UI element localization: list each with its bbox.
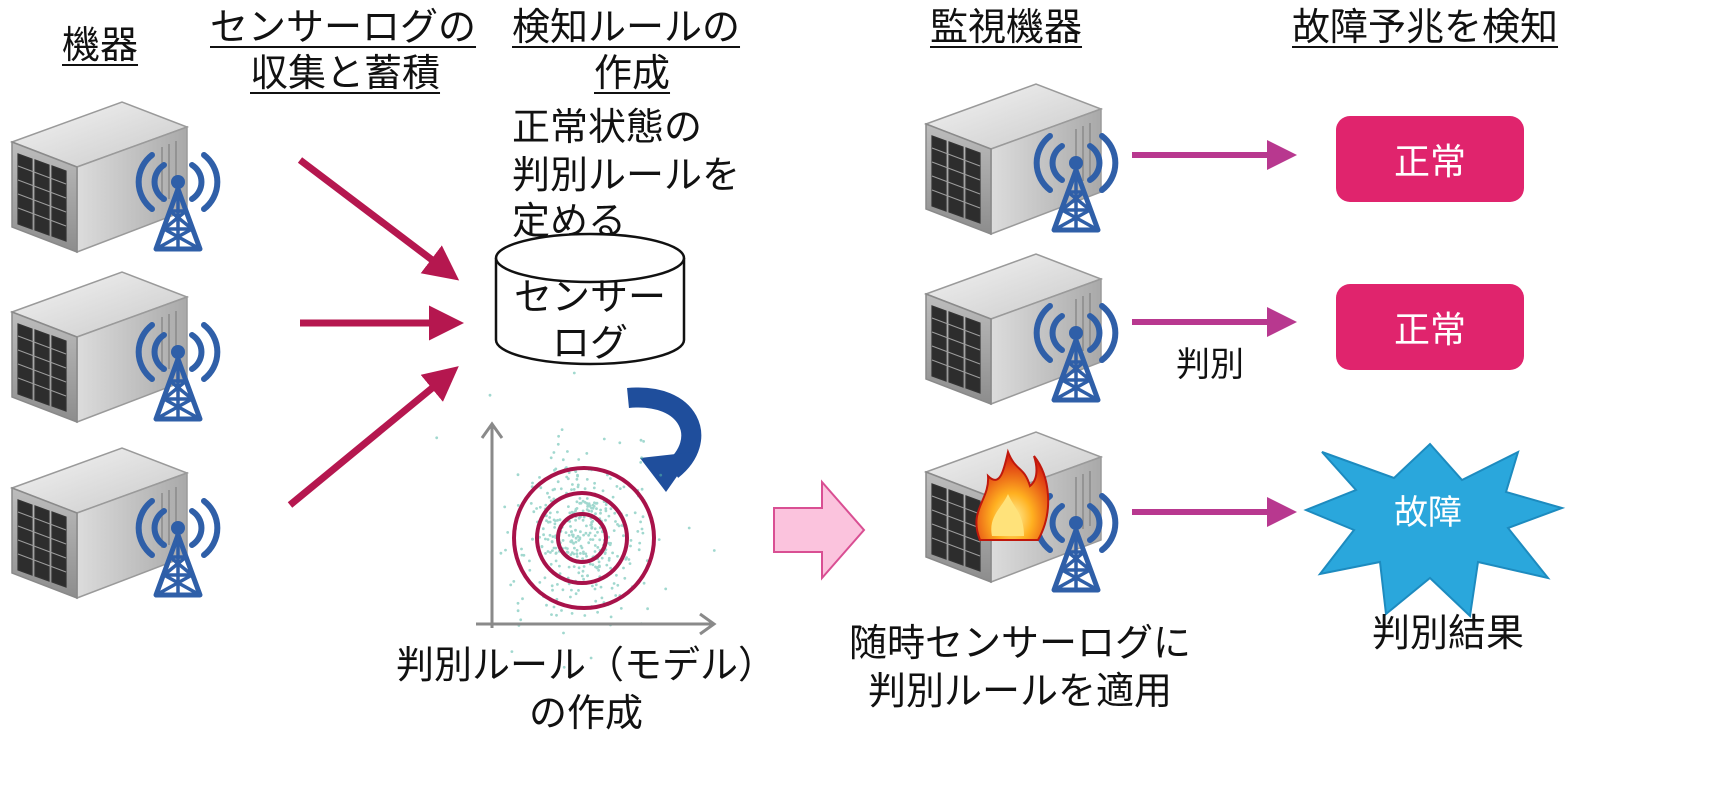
rule-header-line2: 作成 xyxy=(594,51,671,95)
monitor-header: 監視機器 xyxy=(930,5,1083,49)
apply-caption-line2: 判別ルールを適用 xyxy=(867,669,1172,713)
collect-arrow-1 xyxy=(297,157,460,281)
monitor-server-1 xyxy=(925,83,1115,235)
failure-burst-icon xyxy=(1303,442,1566,619)
collect-arrow-3 xyxy=(287,366,459,508)
detect-header: 故障予兆を検知 xyxy=(1292,5,1559,49)
device-server-3 xyxy=(11,447,217,599)
result-caption: 判別結果 xyxy=(1372,611,1525,655)
model-scatter-plot xyxy=(435,371,717,669)
rule-header-line1: 検知ルールの xyxy=(512,5,741,49)
judge-label: 判別 xyxy=(1176,345,1244,385)
rule-desc-line2: 判別ルールを xyxy=(512,153,741,197)
monitor-server-2 xyxy=(925,253,1115,405)
curved-arrow-icon xyxy=(627,387,702,492)
database-label-line2: ログ xyxy=(551,321,628,365)
device-server-2 xyxy=(11,271,217,423)
collect-header-line2: 収集と蓄積 xyxy=(250,51,441,95)
model-caption-line1: 判別ルール（モデル） xyxy=(395,643,776,687)
collect-header-line1: センサーログの xyxy=(210,5,477,49)
result-badge-normal-2: 正常 xyxy=(1336,284,1524,370)
result-failure-label: 故障 xyxy=(1394,493,1462,533)
device-server-1 xyxy=(11,101,217,253)
apply-caption-line1: 随時センサーログに xyxy=(848,621,1191,665)
monitor-server-3 xyxy=(925,431,1115,590)
result-badge-normal-1: 正常 xyxy=(1336,116,1524,202)
devices-header: 機器 xyxy=(62,23,139,67)
database-label-line1: センサー xyxy=(513,275,666,319)
model-caption-line2: の作成 xyxy=(528,691,643,735)
rule-desc-line1: 正常状態の xyxy=(512,105,703,149)
fire-icon xyxy=(975,448,1050,541)
sensor-log-database-icon xyxy=(494,232,686,366)
apply-arrow-icon xyxy=(773,479,866,581)
